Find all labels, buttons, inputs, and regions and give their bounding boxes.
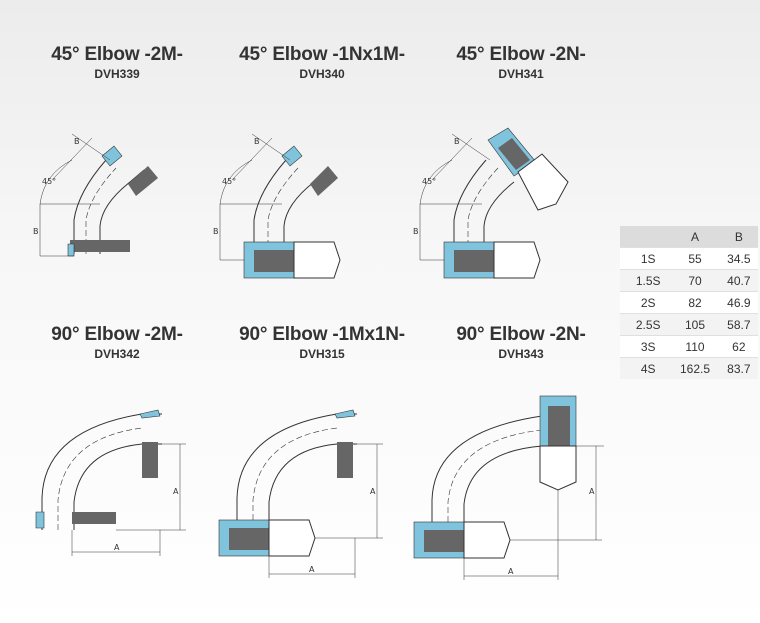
elbow-90-2m-drawing: A A (35, 409, 186, 556)
dim-b-vertical: B (33, 227, 39, 236)
product-name: 90° Elbow -2N- (456, 324, 586, 345)
size-cell: 4S (620, 357, 671, 379)
elbow-90-2n-drawing: A A (413, 395, 604, 580)
product-code: DVH339 (94, 67, 140, 81)
dim-b-diagonal: B (254, 137, 260, 146)
dim-b-vertical: B (413, 227, 419, 236)
dim-a-horizontal: A (508, 567, 514, 576)
size-cell: 1S (620, 247, 671, 270)
product-code: DVH341 (498, 67, 544, 81)
dim-a-vertical: A (589, 487, 595, 496)
header-a: A (670, 226, 720, 248)
table-header-row: A B (620, 226, 758, 248)
a-cell: 70 (670, 269, 720, 292)
product-name: 90° Elbow -1Mx1N- (239, 324, 405, 345)
dim-a-vertical: A (173, 487, 179, 496)
product-code: DVH315 (299, 347, 345, 361)
product-name: 45° Elbow -2N- (456, 44, 586, 65)
b-cell: 40.7 (719, 269, 758, 292)
dim-angle: 45° (422, 177, 436, 186)
b-cell: 34.5 (719, 247, 758, 270)
dim-a-horizontal: A (114, 543, 120, 552)
product-code: DVH343 (498, 347, 544, 361)
product-name: 90° Elbow -2M- (51, 324, 183, 345)
dim-a-horizontal: A (309, 565, 315, 574)
product-code: DVH342 (94, 347, 140, 361)
product-title-dvh315: 90° Elbow -1Mx1N- DVH315 (222, 324, 422, 361)
thread-bottom (70, 240, 130, 252)
product-title-dvh342: 90° Elbow -2M- DVH342 (17, 324, 217, 361)
b-cell: 46.9 (719, 291, 758, 314)
elbow-90-1mx1n-drawing: A A (218, 409, 383, 578)
elbow-45-1nx1m-drawing: B B 45° (213, 133, 341, 279)
size-cell: 1.5S (620, 269, 671, 292)
a-cell: 55 (670, 247, 720, 270)
product-title-dvh340: 45° Elbow -1Nx1M- DVH340 (222, 44, 422, 81)
product-name: 45° Elbow -1Nx1M- (239, 44, 405, 65)
b-cell: 62 (719, 335, 758, 358)
b-cell: 58.7 (719, 313, 758, 336)
dim-angle: 45° (42, 177, 56, 186)
dim-b-vertical: B (213, 227, 219, 236)
a-cell: 110 (670, 335, 720, 358)
dim-b-diagonal: B (454, 137, 460, 146)
elbow-45-2m-drawing: B B 45° (33, 133, 158, 257)
dim-a-vertical: A (370, 487, 376, 496)
size-cell: 2S (620, 291, 671, 314)
product-title-dvh339: 45° Elbow -2M- DVH339 (17, 44, 217, 81)
product-title-dvh341: 45° Elbow -2N- DVH341 (421, 44, 621, 81)
dim-angle: 45° (222, 177, 236, 186)
b-cell: 83.7 (719, 357, 758, 379)
header-b: B (719, 226, 758, 248)
product-title-dvh343: 90° Elbow -2N- DVH343 (421, 324, 621, 361)
a-cell: 82 (670, 291, 720, 314)
product-code: DVH340 (299, 67, 345, 81)
product-name: 45° Elbow -2M- (51, 44, 183, 65)
a-cell: 105 (670, 313, 720, 336)
size-cell: 3S (620, 335, 671, 358)
header-size (620, 226, 671, 248)
elbow-45-2n-drawing: B B 45° (413, 127, 569, 279)
a-cell: 162.5 (670, 357, 720, 379)
dim-b-diagonal: B (74, 137, 80, 146)
size-cell: 2.5S (620, 313, 671, 336)
